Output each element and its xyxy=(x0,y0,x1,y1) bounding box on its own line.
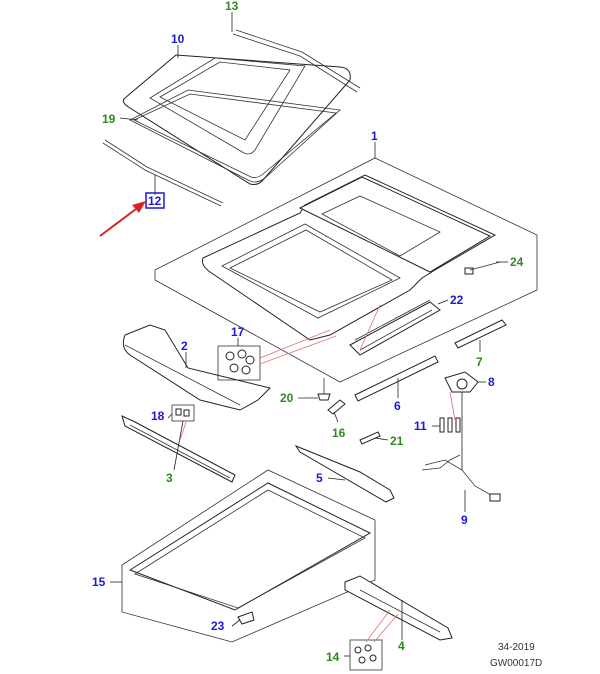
callout-3: 3 xyxy=(166,471,173,485)
callout-9: 9 xyxy=(461,513,468,527)
callout-14: 14 xyxy=(326,650,340,664)
callout-7: 7 xyxy=(476,355,483,369)
part-small-clip xyxy=(327,399,346,415)
callout-1: 1 xyxy=(371,129,378,143)
part-drain-nozzle xyxy=(317,378,331,401)
part-trim-strip xyxy=(102,139,224,207)
part-guide xyxy=(354,355,439,402)
part-clips-kit xyxy=(217,345,261,381)
callout-12: 12 xyxy=(148,194,162,208)
part-frame-assembly xyxy=(154,157,538,383)
part-sunshade-assembly xyxy=(121,469,376,643)
callout-2: 2 xyxy=(181,339,188,353)
part-glass-panel xyxy=(122,29,361,185)
callout-6: 6 xyxy=(394,399,401,413)
drawing-number: GW00017D xyxy=(490,658,542,669)
part-bracket-kit xyxy=(171,404,195,422)
highlight-arrow xyxy=(99,201,146,237)
callout-19: 19 xyxy=(102,112,116,126)
callout-10: 10 xyxy=(171,32,185,46)
part-sunshade-handle xyxy=(237,611,255,625)
callout-16: 16 xyxy=(332,426,346,440)
callout-11: 11 xyxy=(414,419,427,433)
part-side-rail xyxy=(344,575,453,641)
callout-20: 20 xyxy=(280,391,294,405)
callout-22: 22 xyxy=(450,293,464,307)
callout-5: 5 xyxy=(316,471,323,485)
part-screws xyxy=(439,417,461,433)
callout-12-highlight-box xyxy=(145,192,165,209)
reference-code: 34-2019 xyxy=(498,642,535,653)
part-nuts-kit xyxy=(349,639,383,671)
part-gutter xyxy=(454,319,507,349)
callout-17: 17 xyxy=(231,325,245,339)
leader-lines xyxy=(110,12,508,657)
callout-21: 21 xyxy=(390,434,404,448)
callout-18: 18 xyxy=(151,409,165,423)
part-seal-strip xyxy=(359,431,381,445)
part-motor xyxy=(444,371,479,393)
callout-24: 24 xyxy=(510,255,524,269)
part-drain-rail xyxy=(121,415,236,483)
callout-15: 15 xyxy=(92,575,106,589)
callout-4: 4 xyxy=(398,639,405,653)
callout-13: 13 xyxy=(225,0,239,13)
part-wind-deflector xyxy=(122,324,271,411)
callout-23: 23 xyxy=(211,619,225,633)
callout-8: 8 xyxy=(488,375,495,389)
part-rear-cross-member xyxy=(294,444,395,503)
part-wiring-harness xyxy=(421,454,501,502)
reference-lines xyxy=(179,304,456,643)
part-glass-seal xyxy=(129,89,341,183)
